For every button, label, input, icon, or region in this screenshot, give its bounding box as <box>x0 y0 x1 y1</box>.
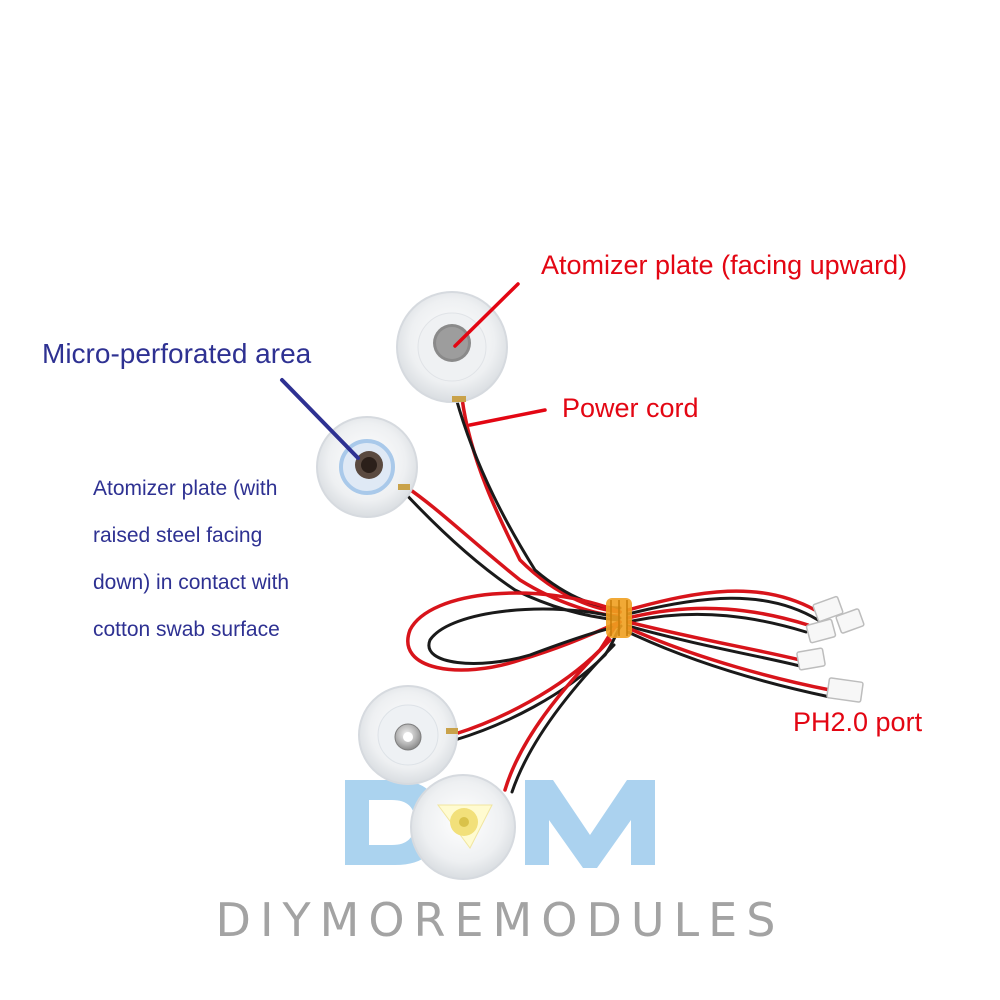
label-atomizer-steel-down: Atomizer plate (with raised steel facing… <box>93 465 289 653</box>
atomizer-plate-steel <box>358 685 458 785</box>
label-micro-perforated: Micro-perforated area <box>42 338 312 369</box>
pointer-micro <box>280 378 360 460</box>
label-line: raised steel facing <box>93 524 263 547</box>
cable-tie <box>606 598 632 638</box>
atomizer-plate-yellow <box>410 774 516 880</box>
label-line: cotton swab surface <box>93 618 280 641</box>
wire-bundle <box>400 396 832 794</box>
atomizer-plate-top <box>396 291 508 403</box>
annotation-pointers <box>280 282 547 460</box>
pointer-power-cord <box>468 408 547 427</box>
label-line: Atomizer plate (with <box>93 477 278 500</box>
pointer-atomizer-up <box>453 282 520 348</box>
watermark-brand-text: DIYMOREMODULES <box>215 893 785 947</box>
label-atomizer-upward: Atomizer plate (facing upward) <box>541 250 908 280</box>
label-power-cord: Power cord <box>562 393 699 423</box>
label-line: down) in contact with <box>93 571 290 594</box>
label-ph20-port: PH2.0 port <box>793 707 923 737</box>
ph20-connectors <box>796 595 865 703</box>
